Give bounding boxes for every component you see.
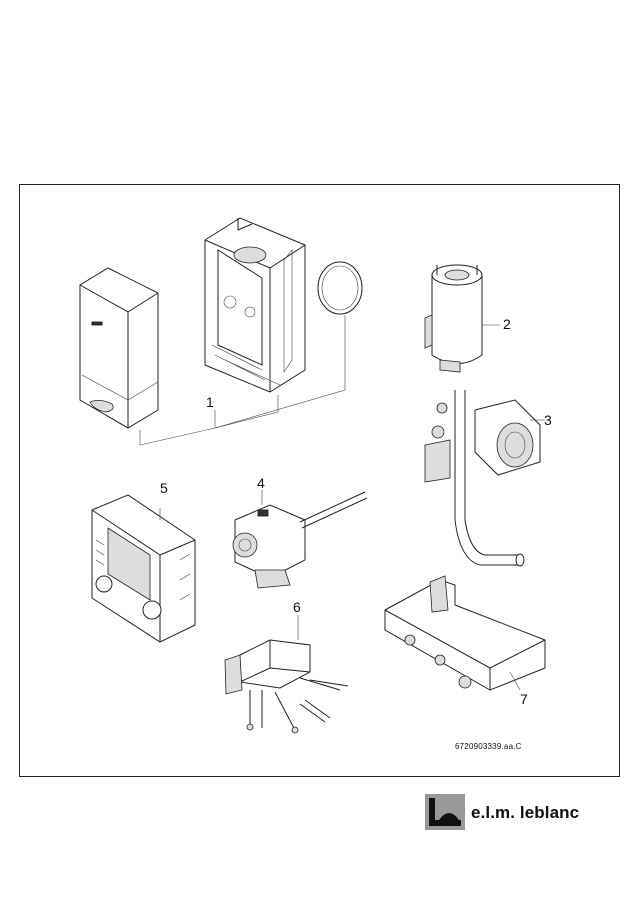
brand-name: e.l.m. leblanc: [471, 803, 580, 822]
part-heat-exchanger: [424, 264, 500, 373]
part-fan-assembly: [424, 390, 545, 567]
part-round-cover: [317, 261, 363, 315]
part-pump: [232, 490, 368, 589]
callout-2: 2: [503, 316, 511, 332]
callout-6: 6: [293, 599, 301, 615]
diagram-frame: [19, 184, 620, 777]
part-chassis: [204, 217, 306, 393]
callout-7: 7: [520, 691, 528, 707]
callout-1: 1: [206, 394, 214, 410]
brand-mark-icon: [425, 794, 465, 830]
part-control-box: [91, 494, 196, 643]
brand-logo: e.l.m. leblanc: [425, 794, 605, 830]
callout-5: 5: [160, 480, 168, 496]
part-front-casing: [79, 267, 159, 429]
leader-lines-1: [139, 315, 346, 446]
callout-3: 3: [544, 412, 552, 428]
part-hydraulic-block: [224, 615, 349, 734]
figure-reference-code: 6720903339.aa.C: [455, 742, 522, 751]
part-mounting-bracket: [384, 575, 546, 691]
callout-4: 4: [257, 475, 265, 491]
